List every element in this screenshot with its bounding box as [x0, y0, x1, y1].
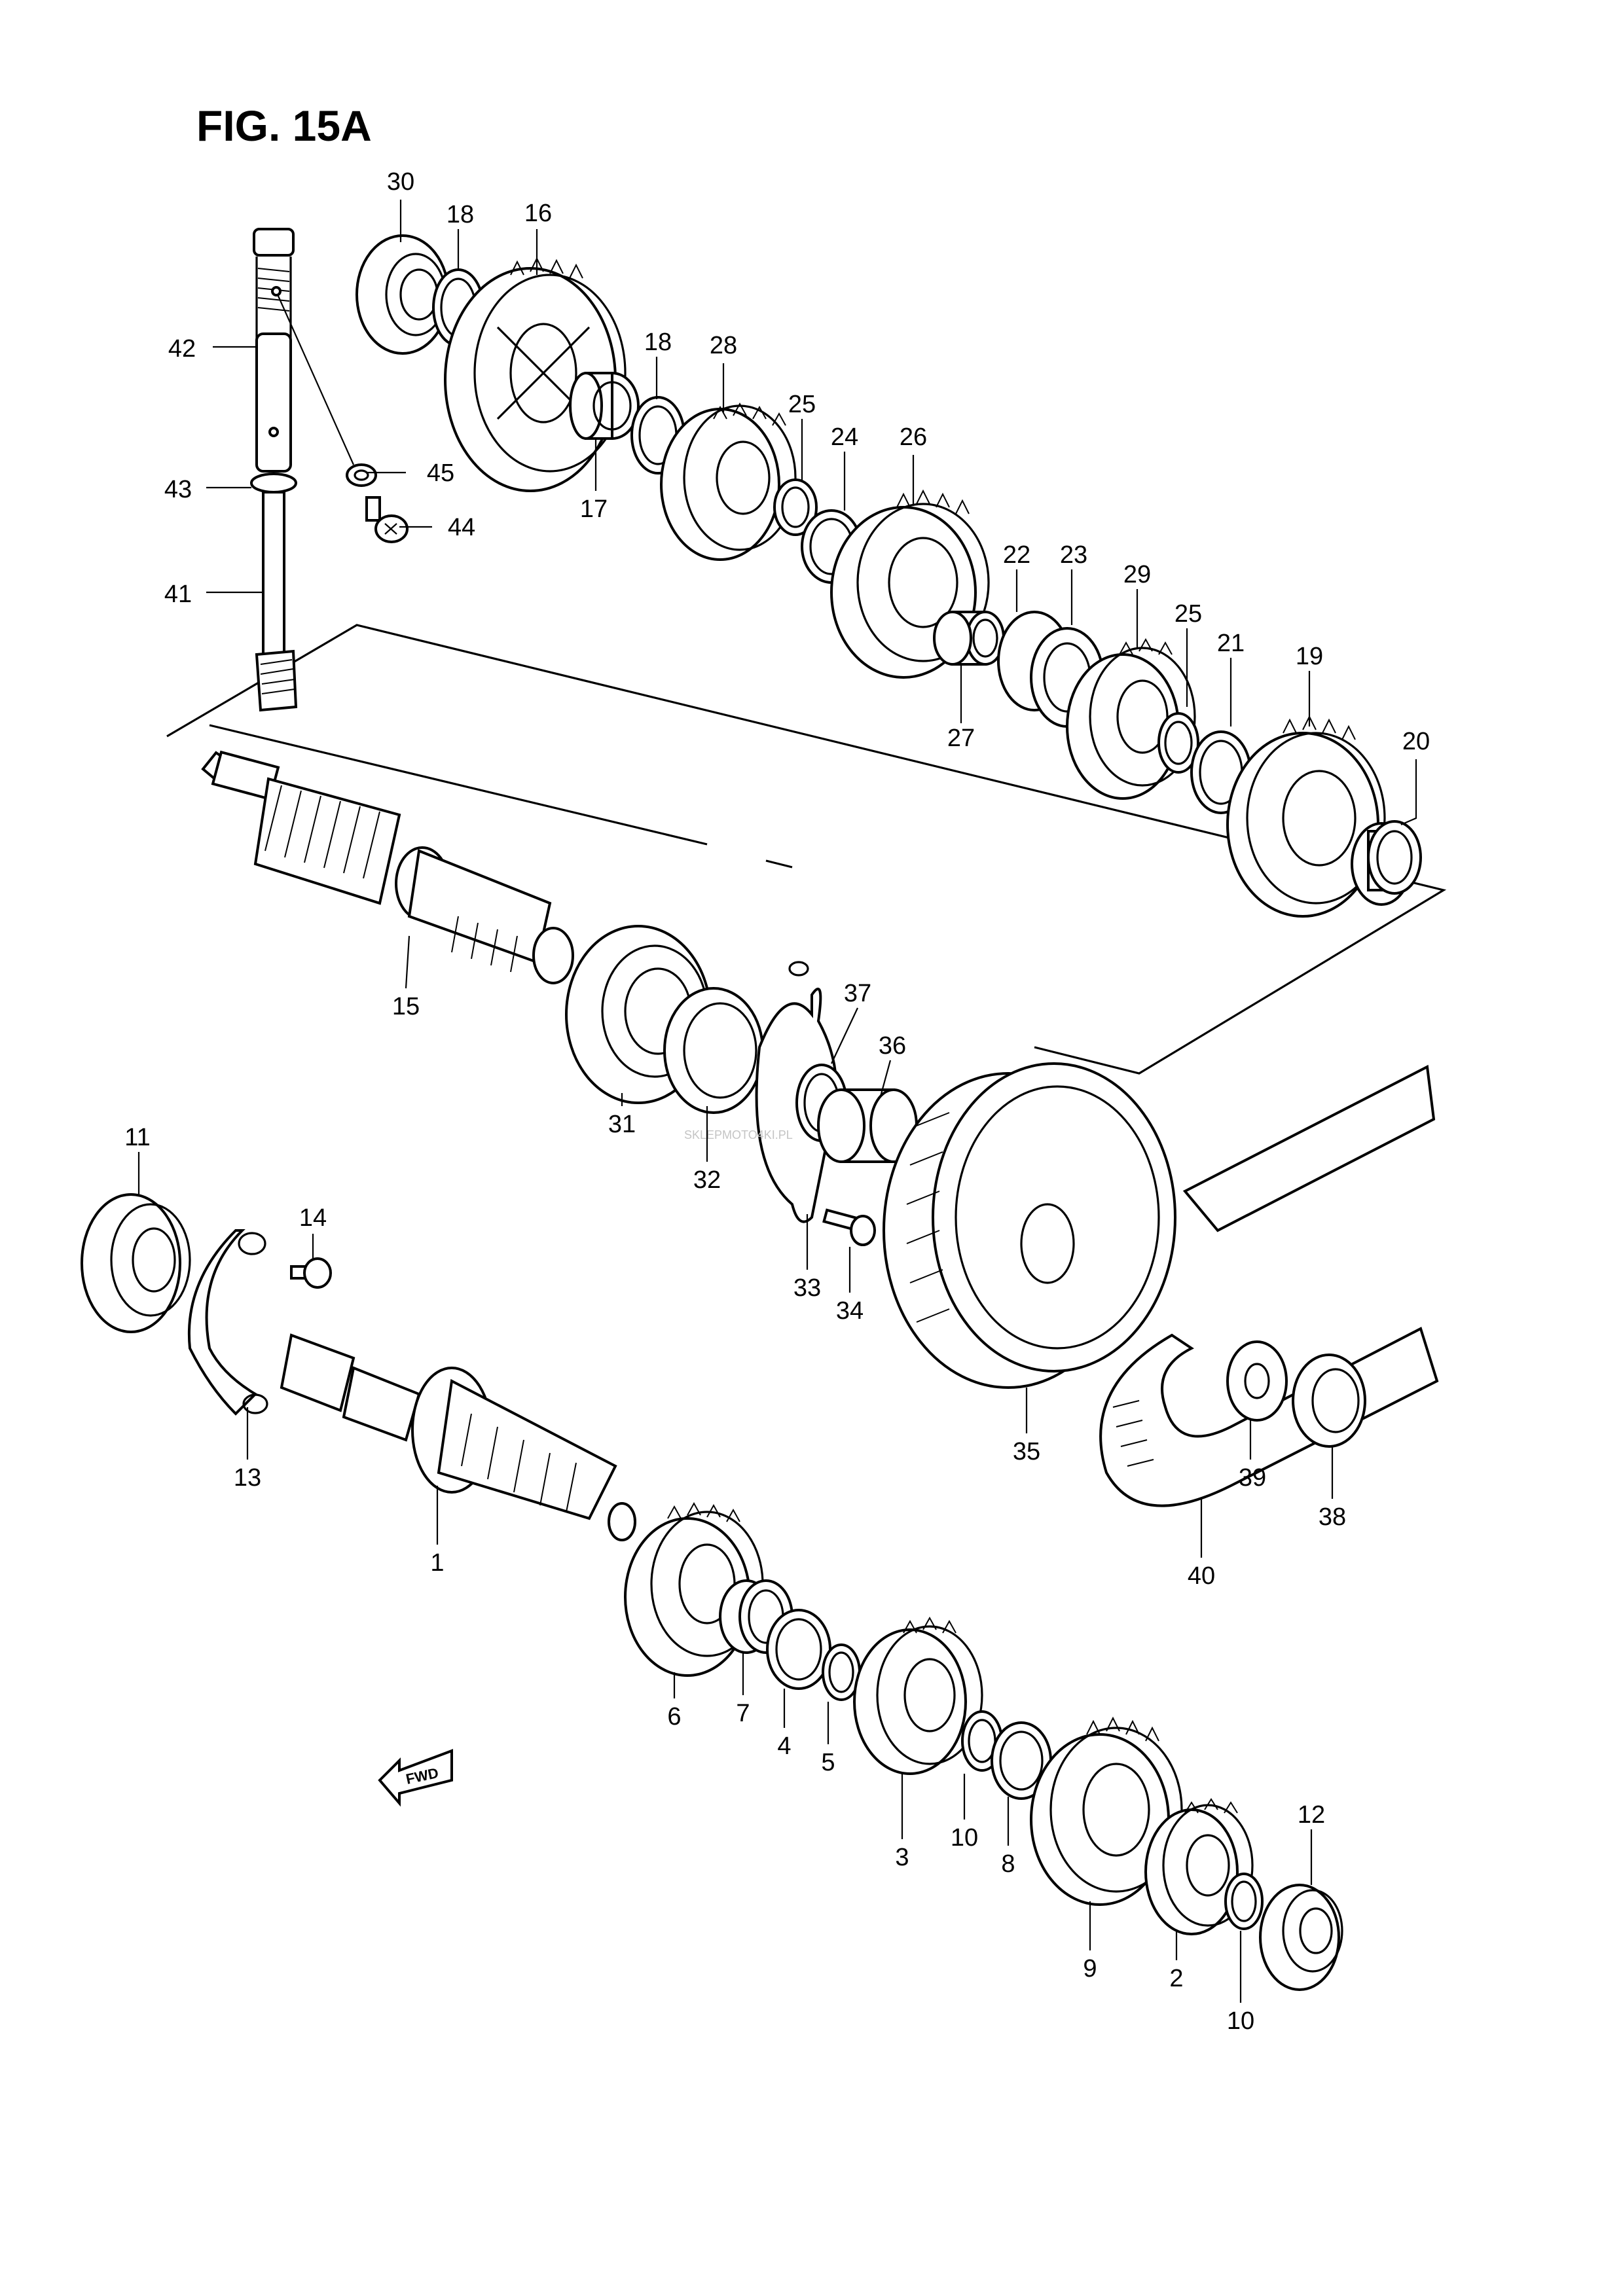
- forward-direction-arrow: FWD: [378, 1749, 453, 1807]
- bearing-30: [355, 234, 450, 355]
- callout-1: 1: [430, 1549, 444, 1577]
- callout-11: 11: [124, 1124, 150, 1151]
- callout-38: 38: [1319, 1503, 1346, 1531]
- callout-18b: 18: [644, 329, 672, 356]
- callout-7: 7: [736, 1700, 750, 1727]
- callout-3: 3: [895, 1844, 909, 1871]
- callout-40: 40: [1188, 1562, 1215, 1590]
- drive-pulley-35: [883, 1062, 1176, 1389]
- callout-41: 41: [164, 581, 192, 608]
- nut-38: [1292, 1354, 1366, 1448]
- callout-15: 15: [392, 993, 420, 1020]
- callout-6: 6: [667, 1703, 681, 1731]
- callout-9: 9: [1083, 1955, 1097, 1982]
- callout-25a: 25: [788, 391, 816, 418]
- callout-22: 22: [1003, 541, 1030, 569]
- callout-27: 27: [947, 725, 975, 752]
- callout-4: 4: [777, 1732, 791, 1760]
- gear-6: [624, 1501, 764, 1677]
- gear-19: [1226, 715, 1386, 918]
- circlip-25b: [1157, 712, 1199, 774]
- callout-24: 24: [831, 423, 858, 451]
- callout-25b: 25: [1175, 600, 1202, 628]
- callout-35: 35: [1013, 1438, 1040, 1465]
- callout-28: 28: [710, 332, 737, 359]
- callout-26: 26: [900, 423, 927, 451]
- callout-45: 45: [427, 459, 454, 487]
- bush-27: [933, 611, 1005, 666]
- callout-30: 30: [387, 168, 414, 196]
- lock-washer-39: [1226, 1340, 1288, 1422]
- callout-5: 5: [821, 1749, 835, 1776]
- callout-29: 29: [1123, 561, 1151, 588]
- callout-14: 14: [299, 1204, 327, 1232]
- bush-17: [569, 372, 640, 440]
- callout-8: 8: [1001, 1850, 1015, 1878]
- screw-14: [290, 1257, 332, 1289]
- bearing-retainer-13: [187, 1229, 268, 1416]
- gear-16: [444, 257, 627, 492]
- callout-17: 17: [580, 495, 608, 523]
- callout-34: 34: [836, 1297, 864, 1325]
- gear-2: [1144, 1798, 1254, 1935]
- callout-23: 23: [1060, 541, 1087, 569]
- bearing-11: [81, 1193, 191, 1333]
- part-number-labels: 30 18 16 18 28 25 24 26 42 45 43 44 17 4…: [124, 168, 1430, 2035]
- oil-seal-32: [663, 987, 764, 1114]
- callout-16: 16: [524, 200, 552, 227]
- callout-18a: 18: [446, 201, 474, 228]
- figure-title: FIG. 15A: [196, 101, 372, 150]
- circlip-25a: [773, 478, 818, 536]
- callout-42: 42: [168, 335, 196, 363]
- spacer-36: [817, 1088, 918, 1163]
- gear-3: [853, 1616, 983, 1775]
- callout-13: 13: [234, 1464, 261, 1492]
- callout-39: 39: [1239, 1464, 1266, 1492]
- callout-12: 12: [1298, 1801, 1325, 1829]
- callout-19: 19: [1296, 643, 1323, 670]
- oil-seal-45: [346, 463, 377, 487]
- oil-seal-45-bore: [354, 469, 369, 481]
- callout-20: 20: [1402, 728, 1430, 755]
- callout-33: 33: [793, 1274, 821, 1302]
- gear-28: [660, 402, 797, 561]
- gear-9: [1030, 1716, 1183, 1906]
- watermark-text: SKLEPMOTO4KI.PL: [684, 1128, 793, 1141]
- callout-37: 37: [844, 980, 871, 1007]
- bush-20: [1351, 820, 1422, 906]
- callout-36: 36: [879, 1032, 906, 1060]
- circlip-10b: [1224, 1873, 1264, 1930]
- callout-43: 43: [164, 476, 192, 503]
- washer-4: [766, 1609, 831, 1690]
- callout-31: 31: [608, 1111, 636, 1138]
- leader-lines: [137, 200, 1417, 2003]
- circlip-5: [822, 1643, 861, 1701]
- countershaft-15: [201, 750, 574, 984]
- callout-44: 44: [448, 514, 475, 541]
- bolt-34: [822, 1208, 876, 1246]
- callout-10a: 10: [951, 1824, 978, 1852]
- screw-44: [365, 496, 409, 543]
- callout-21: 21: [1217, 630, 1245, 657]
- callout-10b: 10: [1227, 2007, 1254, 2035]
- bearing-12: [1259, 1884, 1343, 1991]
- callout-32: 32: [693, 1166, 721, 1194]
- speedometer-driven-shaft: [250, 228, 355, 712]
- callout-2: 2: [1169, 1965, 1183, 1992]
- main-shaft-1: [280, 1333, 636, 1541]
- gear-29: [1066, 637, 1196, 800]
